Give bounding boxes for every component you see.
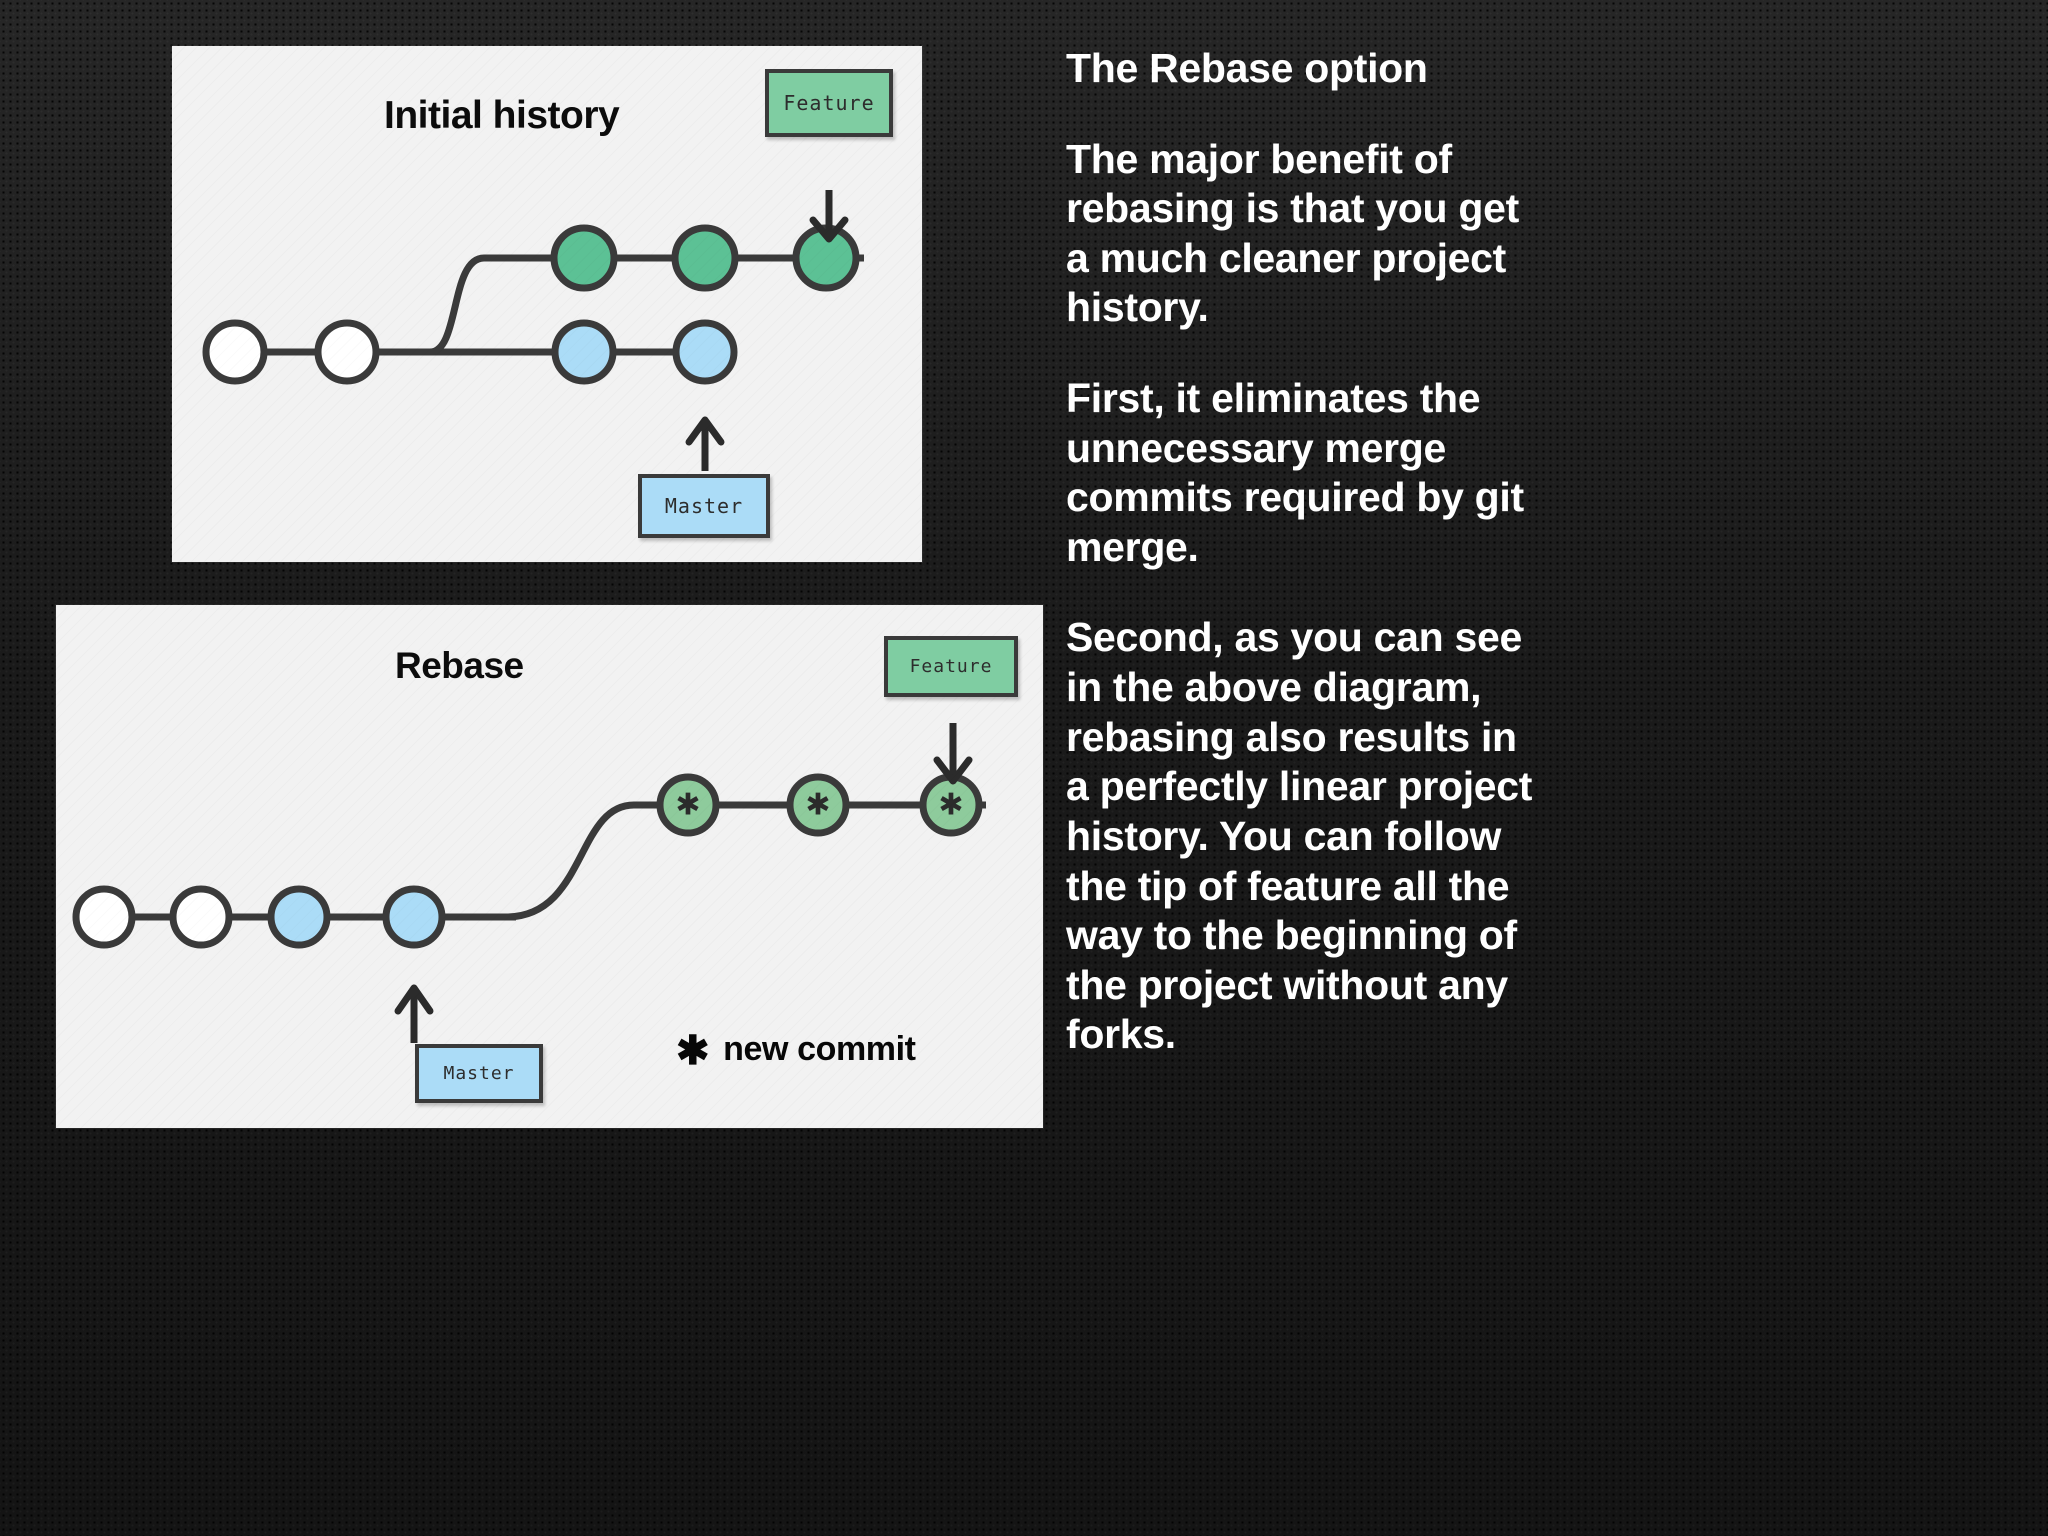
panel-title-initial-history: Initial history <box>384 94 620 137</box>
commit-node-base-2 <box>314 319 380 385</box>
panel-title-rebase: Rebase <box>395 645 524 686</box>
legend-new-commit-label: new commit <box>723 1029 916 1068</box>
rebase-transition-curve <box>505 801 676 921</box>
branch-label-feature-top: Feature <box>765 69 893 137</box>
feature-fork-curve <box>429 254 580 356</box>
initial-history-graph <box>202 190 864 471</box>
body-paragraph-2: First, it eliminates the unnecessary mer… <box>1066 375 1524 570</box>
master-pointer-arrow-icon <box>685 416 725 471</box>
rebase-graph: ✱ ✱ ✱ <box>72 723 986 1043</box>
commit-node-master-2 <box>382 885 446 949</box>
commit-node-master-2 <box>672 319 738 385</box>
commit-node-feature-3: ✱ <box>919 773 983 837</box>
body-heading: The Rebase option <box>1066 45 1428 91</box>
body-paragraph-1: The major benefit of rebasing is that yo… <box>1066 135 1519 331</box>
body-paragraph-3: Second, as you can see in the above diag… <box>1066 614 1533 1058</box>
commit-node-master-1 <box>267 885 331 949</box>
feature-pointer-arrow-icon <box>933 723 973 785</box>
new-commit-star-icon: ✱ <box>676 1029 710 1073</box>
commit-node-feature-1: ✱ <box>656 773 720 837</box>
master-pointer-arrow-icon <box>394 984 434 1043</box>
branch-label-master-bottom: Master <box>415 1044 543 1103</box>
commit-node-master-1 <box>551 319 617 385</box>
commit-node-feature-2 <box>671 224 739 292</box>
commit-node-feature-1 <box>550 224 618 292</box>
new-commit-star-icon: ✱ <box>938 788 963 823</box>
new-commit-star-icon: ✱ <box>675 788 700 823</box>
branch-label-feature-bottom: Feature <box>884 636 1018 697</box>
commit-node-base-1 <box>72 885 136 949</box>
legend-new-commit: ✱ new commit <box>676 1029 916 1073</box>
commit-node-feature-2: ✱ <box>786 773 850 837</box>
feature-pointer-arrow-icon <box>809 190 849 243</box>
diagram-panel-rebase: ✱ ✱ ✱ <box>56 605 1043 1128</box>
body-text-column: The Rebase option The major benefit of r… <box>1066 44 1536 1060</box>
commit-node-base-1 <box>202 319 268 385</box>
branch-label-master-top: Master <box>638 474 770 538</box>
new-commit-star-icon: ✱ <box>805 788 830 823</box>
commit-node-base-2 <box>169 885 233 949</box>
